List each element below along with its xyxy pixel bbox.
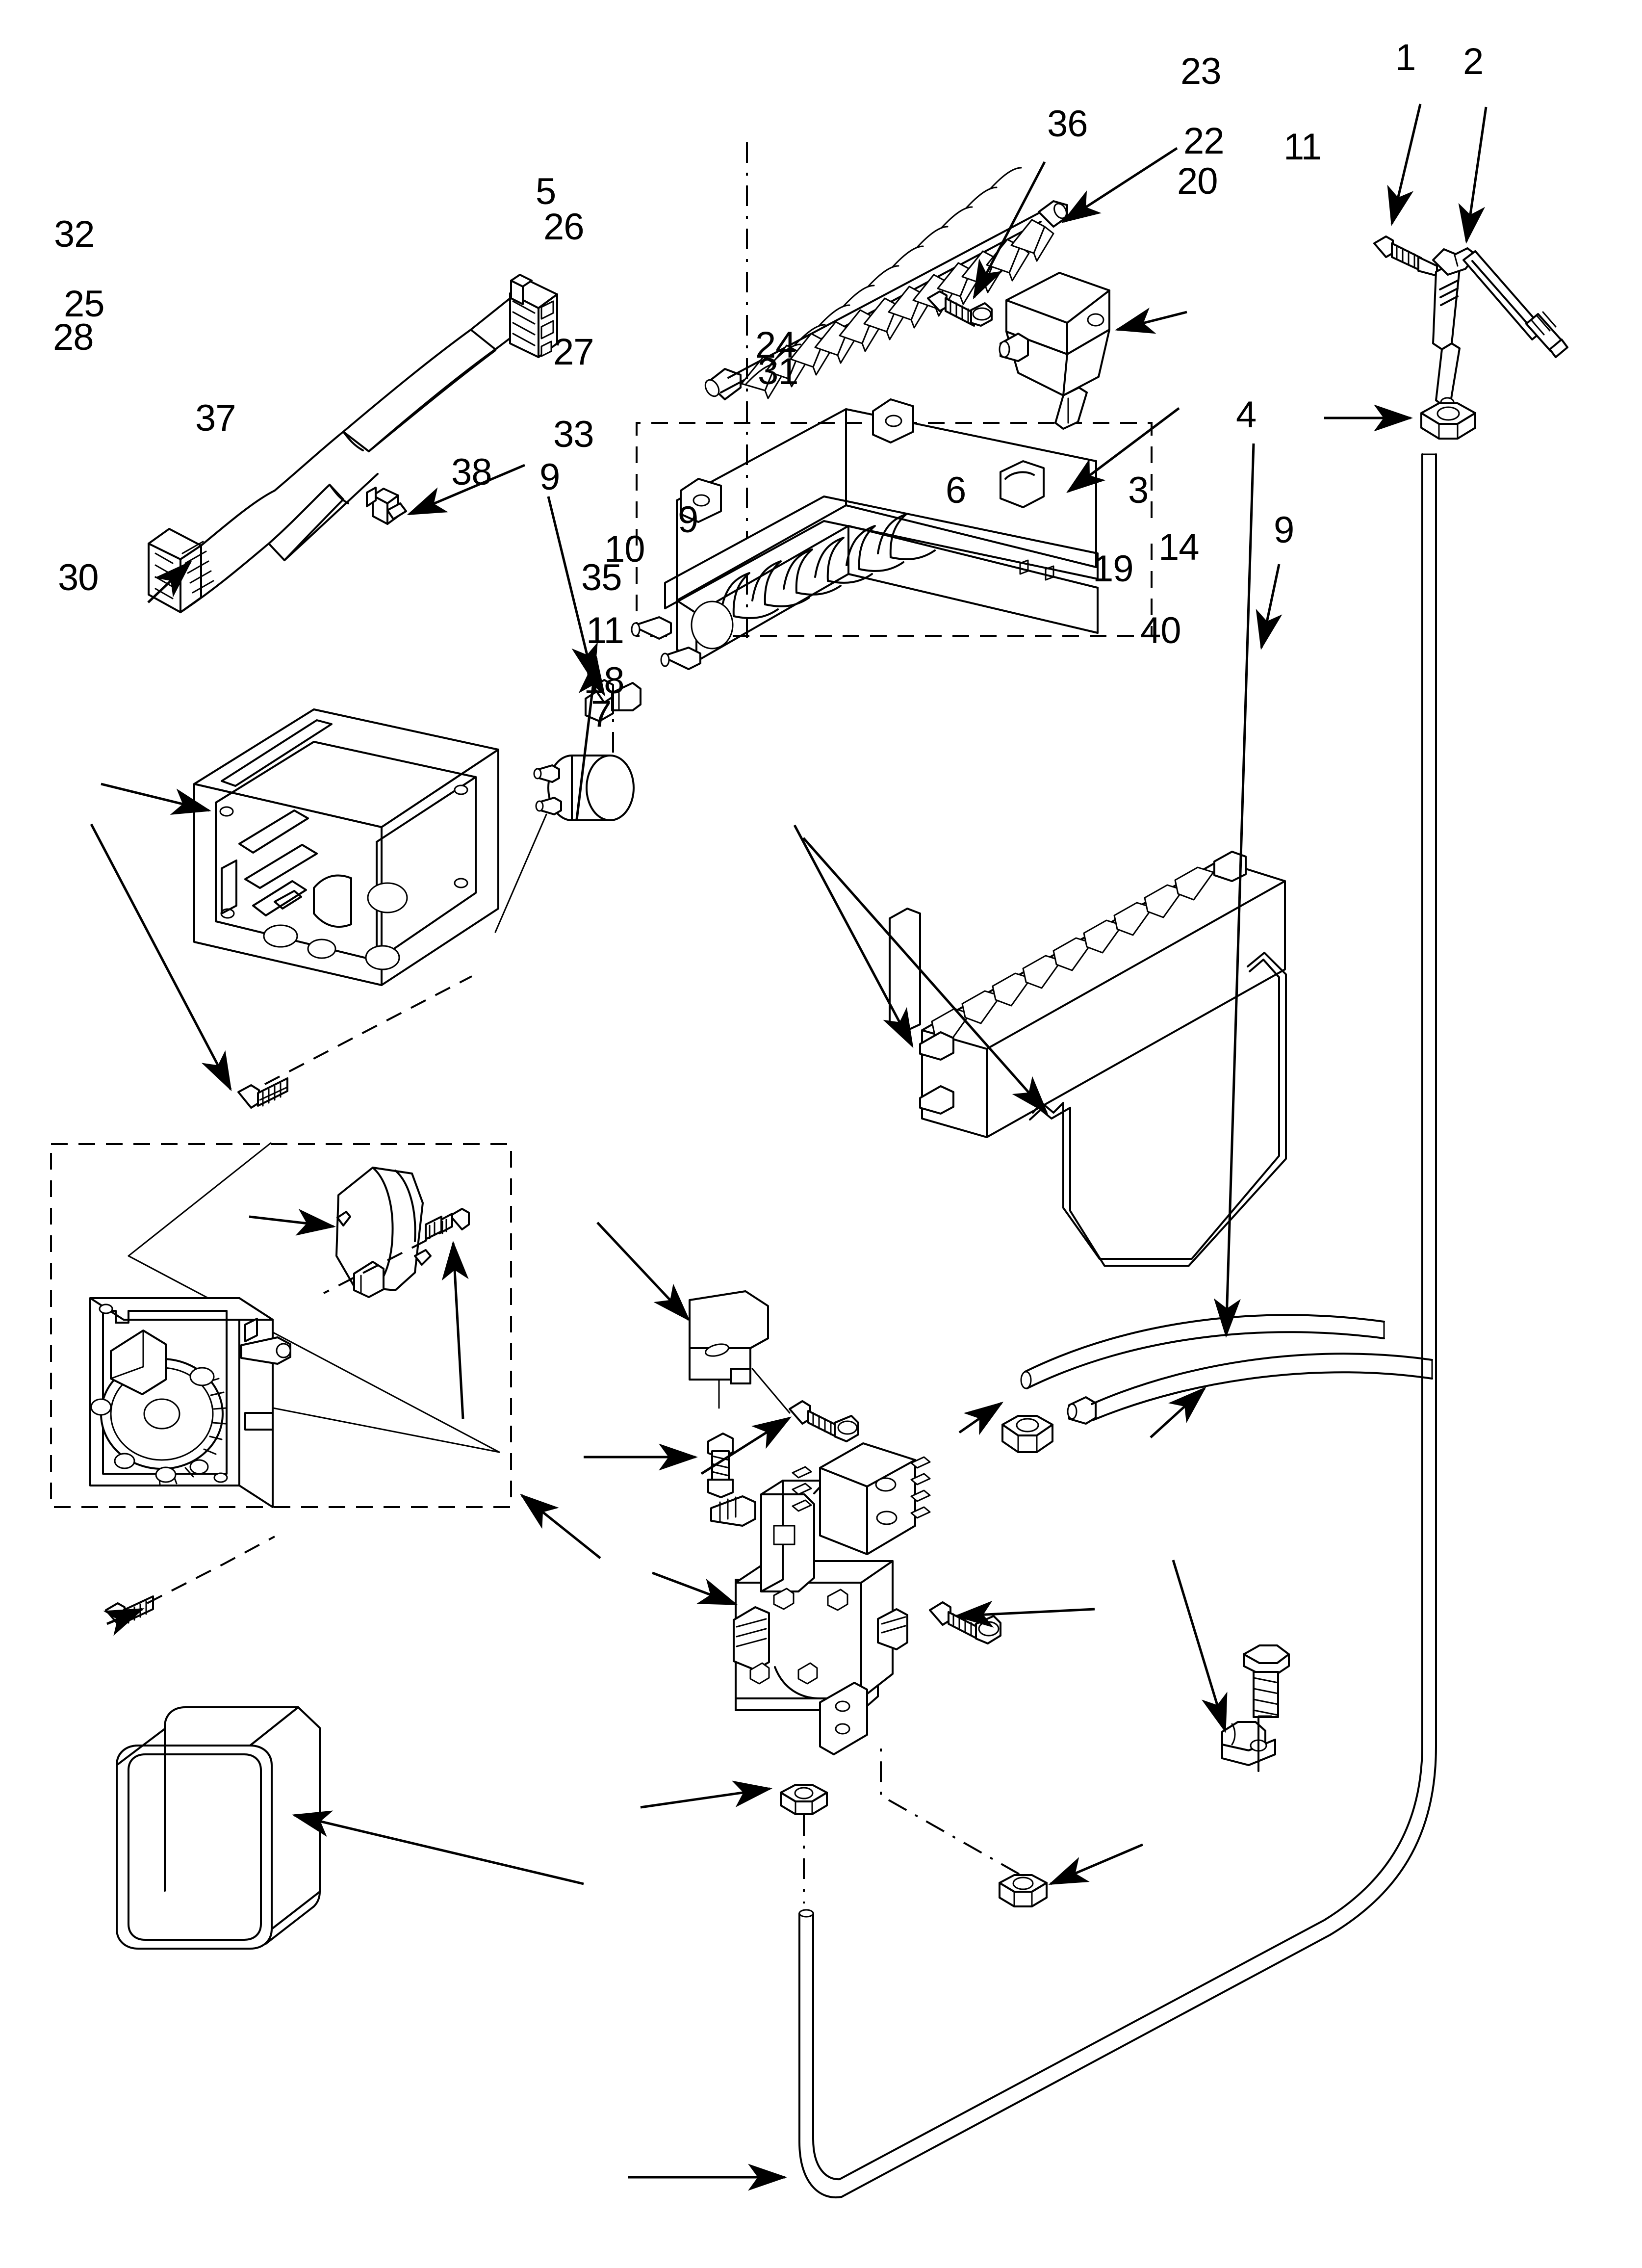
callout-number-24: 24 <box>755 324 796 366</box>
callout-number-26: 26 <box>543 206 585 248</box>
part-icemaker-housing-cover <box>193 708 499 986</box>
leader-36 <box>973 161 1046 300</box>
callout-number-36: 36 <box>1047 103 1088 145</box>
leader-18 <box>292 1810 584 1885</box>
leader-1 <box>1387 104 1422 226</box>
callout-number-20: 20 <box>1177 160 1218 202</box>
callout-number-27: 27 <box>553 331 594 373</box>
callout-number-4: 4 <box>1236 394 1257 436</box>
part-icemaker-insulation-pad <box>116 1706 321 1950</box>
part-tube-clamp <box>1221 1715 1276 1772</box>
leader-10 <box>652 1571 738 1606</box>
leader-4 <box>1213 443 1255 1338</box>
leader-25 <box>101 782 211 815</box>
callout-number-5: 5 <box>536 171 556 212</box>
part-screw-ice-maker-mount <box>1373 235 1438 277</box>
callout-number-33: 33 <box>553 414 594 455</box>
part-water-fill-cup <box>999 272 1110 430</box>
part-thermostat-cover <box>335 1167 432 1298</box>
leader-28 <box>90 823 232 1092</box>
leader-20 <box>1066 407 1180 494</box>
part-wire-harness-clip <box>366 487 407 525</box>
callout-number-32: 32 <box>54 213 95 255</box>
part-water-fill-tube-arm <box>1432 247 1568 408</box>
part-screw-thermostat-cover <box>323 1208 470 1294</box>
callout-number-19: 19 <box>1093 548 1134 590</box>
callout-number-11-top: 11 <box>1283 126 1322 168</box>
leader-9-b <box>700 1416 792 1475</box>
callout-number-9-a: 9 <box>539 456 560 498</box>
leader-2 <box>1458 106 1488 244</box>
part-nut-compression-2 <box>780 1784 828 1903</box>
part-screw-fill-cup <box>927 290 993 327</box>
callout-number-9-b: 9 <box>678 499 698 541</box>
leader-14 <box>1172 1560 1228 1733</box>
callout-number-40: 40 <box>1140 610 1181 652</box>
leader-32 <box>147 560 192 603</box>
callout-number-7: 7 <box>591 693 612 735</box>
callout-number-37: 37 <box>195 397 236 439</box>
callout-number-30: 30 <box>58 557 99 599</box>
leader-26 <box>547 496 598 683</box>
part-water-tube <box>1067 1353 1433 1425</box>
part-nut-water-line <box>880 1744 1048 1907</box>
callout-number-3: 3 <box>1128 469 1149 511</box>
callout-number-18: 18 <box>584 660 625 702</box>
callout-number-11-low: 11 <box>586 610 624 652</box>
leader-37 <box>249 1209 336 1236</box>
part-wire-shield-bracket <box>689 1290 791 1414</box>
leader-6 <box>958 1402 1004 1435</box>
leader-33 <box>596 1222 691 1322</box>
part-ice-stripper <box>889 851 1286 1138</box>
callout-number-2: 2 <box>1463 41 1484 82</box>
part-icemaker-module-body <box>89 1297 291 1508</box>
leader-27 <box>575 656 606 820</box>
part-water-inlet-valve <box>710 1442 931 1755</box>
callout-number-6: 6 <box>946 469 966 511</box>
leader-11-low <box>640 1780 772 1809</box>
part-nut-compression <box>1420 402 1476 440</box>
leader-24 <box>793 824 914 1048</box>
callout-number-28: 28 <box>53 316 94 358</box>
leader-19 <box>954 1600 1095 1628</box>
callout-number-10: 10 <box>604 528 645 570</box>
leader-30 <box>103 1608 145 1636</box>
callout-number-22: 22 <box>1183 120 1225 162</box>
callout-number-35: 35 <box>581 557 622 599</box>
part-ice-level-control-arm <box>1029 952 1287 1267</box>
callout-number-14: 14 <box>1158 526 1200 568</box>
part-water-supply-line <box>798 453 1437 2199</box>
leader-23 <box>1061 147 1178 223</box>
callout-number-9-c: 9 <box>1274 509 1294 551</box>
part-screw-housing <box>237 975 472 1109</box>
callout-number-31: 31 <box>758 351 799 392</box>
leader-35 <box>520 1493 601 1559</box>
part-nut-water-tube <box>1001 1415 1053 1453</box>
part-screw-hex-head-2 <box>789 1400 859 1442</box>
leader-31 <box>802 837 1049 1115</box>
leader-9-c <box>1256 564 1283 650</box>
part-screw-hex-head-3 <box>1243 1644 1290 1718</box>
callout-number-23: 23 <box>1180 51 1222 92</box>
leader-22 <box>1115 307 1187 334</box>
leader-38 <box>441 1241 469 1419</box>
leader-3 <box>1150 1386 1206 1438</box>
callout-number-38: 38 <box>451 451 492 493</box>
part-ice-mold-body <box>631 142 1153 670</box>
callout-number-25: 25 <box>64 283 105 325</box>
part-water-tube-insulation <box>1020 1314 1385 1389</box>
callout-number-1: 1 <box>1395 37 1416 78</box>
leader-40 <box>1048 1843 1143 1885</box>
part-ice-ejector-auger <box>704 167 1068 400</box>
leader-5 <box>407 464 525 516</box>
